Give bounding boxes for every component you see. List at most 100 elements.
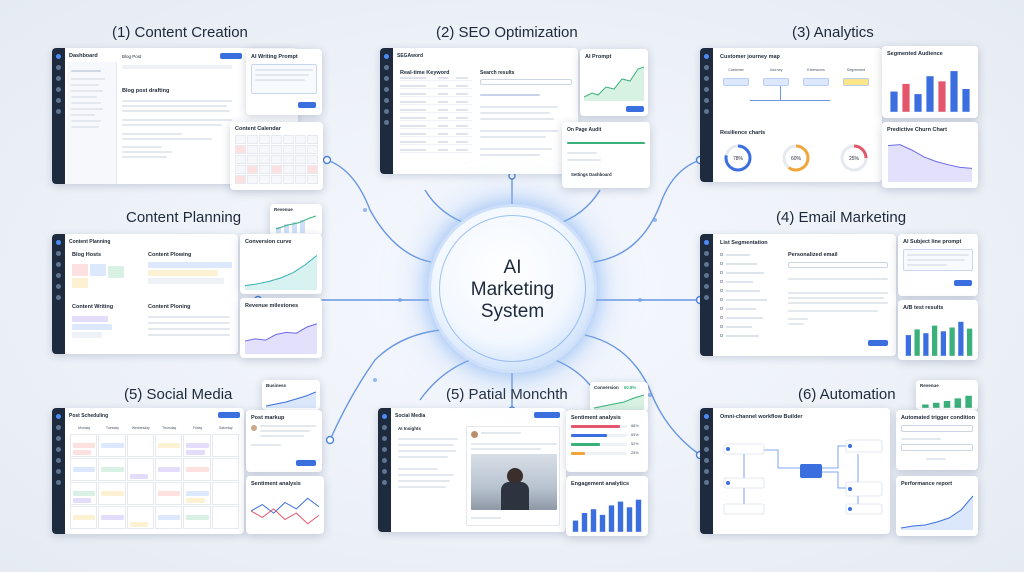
chart-bar	[915, 329, 920, 356]
calendar-day[interactable]	[307, 165, 318, 174]
business-mini-panel: Business	[262, 380, 320, 410]
calendar-day[interactable]	[271, 145, 282, 154]
journey-stage-label: Extensions	[800, 68, 832, 72]
conversion-percent: 60.8%	[624, 385, 636, 390]
segment-list-item	[720, 297, 780, 303]
calendar-day[interactable]	[247, 175, 258, 184]
calendar-day[interactable]	[295, 145, 306, 154]
calendar-cell	[155, 458, 182, 481]
post-button[interactable]	[296, 460, 316, 466]
send-button[interactable]	[868, 340, 888, 346]
calendar-day[interactable]	[283, 175, 294, 184]
weekday-label: Saturday	[212, 426, 240, 430]
scheduled-post	[158, 467, 180, 472]
scheduled-post	[186, 450, 204, 455]
calendar-day[interactable]	[295, 165, 306, 174]
new-post-button[interactable]	[534, 412, 560, 418]
calendar-day[interactable]	[283, 155, 294, 164]
calendar-day[interactable]	[283, 135, 294, 144]
search-input[interactable]	[480, 79, 572, 85]
ai-prompt-panel: AI Prompt	[580, 49, 648, 116]
calendar-cell	[127, 458, 154, 481]
segment-list-item	[720, 261, 780, 267]
calendar-day[interactable]	[259, 155, 270, 164]
calendar-cell	[127, 434, 154, 457]
calendar-day[interactable]	[235, 155, 246, 164]
scheduled-post	[101, 491, 123, 496]
calendar-day[interactable]	[295, 175, 306, 184]
weekday-label: Thursday	[155, 426, 183, 430]
calendar-day[interactable]	[271, 155, 282, 164]
calendar-day[interactable]	[235, 165, 246, 174]
calendar-day[interactable]	[247, 165, 258, 174]
calendar-cell	[70, 458, 97, 481]
chart-bar	[941, 331, 946, 356]
calendar-day[interactable]	[283, 165, 294, 174]
submit-button[interactable]	[954, 280, 972, 286]
revenue-chart	[274, 215, 318, 233]
publish-button[interactable]	[220, 53, 242, 59]
scheduled-post	[158, 491, 180, 496]
social-media-title: Social Media	[395, 413, 425, 419]
journey-node	[803, 78, 829, 86]
calendar-day[interactable]	[307, 175, 318, 184]
checkbox	[720, 316, 723, 319]
run-button[interactable]	[626, 106, 644, 112]
calendar-cell	[70, 482, 97, 505]
sidebar	[52, 48, 65, 184]
segment-list-item	[720, 279, 780, 285]
calendar-day[interactable]	[259, 135, 270, 144]
calendar-day[interactable]	[271, 135, 282, 144]
subject-prompt-input[interactable]	[903, 249, 973, 271]
blog-post-tab[interactable]: Blog Post	[122, 54, 141, 59]
settings-dashboard-link[interactable]: Settings Dashboard	[571, 172, 612, 177]
segmented-audience-chart	[888, 62, 972, 112]
calendar-day[interactable]	[295, 135, 306, 144]
calendar-day[interactable]	[271, 165, 282, 174]
ai-insights-title: AI Insights	[398, 426, 421, 431]
seo-brand: SEGAword	[397, 53, 423, 59]
calendar-day[interactable]	[295, 155, 306, 164]
schedule-button[interactable]	[218, 412, 240, 418]
calendar-day[interactable]	[235, 175, 246, 184]
revenue-milestones-panel: Revenue milestones	[240, 298, 322, 358]
conversion-chart	[594, 393, 644, 410]
calendar-day[interactable]	[247, 145, 258, 154]
calendar-cell	[155, 482, 182, 505]
checkbox	[720, 289, 723, 292]
calendar-day[interactable]	[247, 135, 258, 144]
chart-bar	[906, 335, 911, 356]
calendar-cell	[212, 506, 239, 529]
ai-writing-prompt-title: AI Writing Prompt	[251, 54, 298, 60]
business-chart	[266, 390, 316, 408]
generate-button[interactable]	[298, 102, 316, 108]
calendar-day[interactable]	[235, 145, 246, 154]
calendar-cell	[183, 482, 210, 505]
nav-list	[67, 62, 117, 184]
sentiment-line	[251, 498, 319, 513]
calendar-day[interactable]	[259, 145, 270, 154]
workflow-builder-title: Omni-channel workflow Builder	[720, 414, 803, 420]
calendar-day[interactable]	[283, 145, 294, 154]
chart-bar	[618, 502, 623, 532]
calendar-day[interactable]	[259, 165, 270, 174]
segment-list-item	[720, 270, 780, 276]
keyword-row	[400, 152, 472, 153]
calendar-cell	[98, 458, 125, 481]
calendar-day[interactable]	[307, 135, 318, 144]
ai-prompt-title: AI Prompt	[585, 54, 611, 60]
calendar-day[interactable]	[307, 155, 318, 164]
prompt-input[interactable]	[251, 64, 317, 94]
chart-area	[245, 255, 317, 290]
schedule-calendar: MondayTuesdayWednesdayThursdayFridaySatu…	[70, 426, 240, 530]
chart-bar	[926, 76, 933, 112]
calendar-day[interactable]	[259, 175, 270, 184]
scheduled-post	[101, 443, 123, 448]
calendar-day[interactable]	[235, 135, 246, 144]
calendar-day[interactable]	[247, 155, 258, 164]
calendar-cell	[183, 506, 210, 529]
sidebar	[378, 408, 391, 532]
calendar-day[interactable]	[307, 145, 318, 154]
segment-list-item	[720, 333, 780, 339]
calendar-day[interactable]	[271, 175, 282, 184]
